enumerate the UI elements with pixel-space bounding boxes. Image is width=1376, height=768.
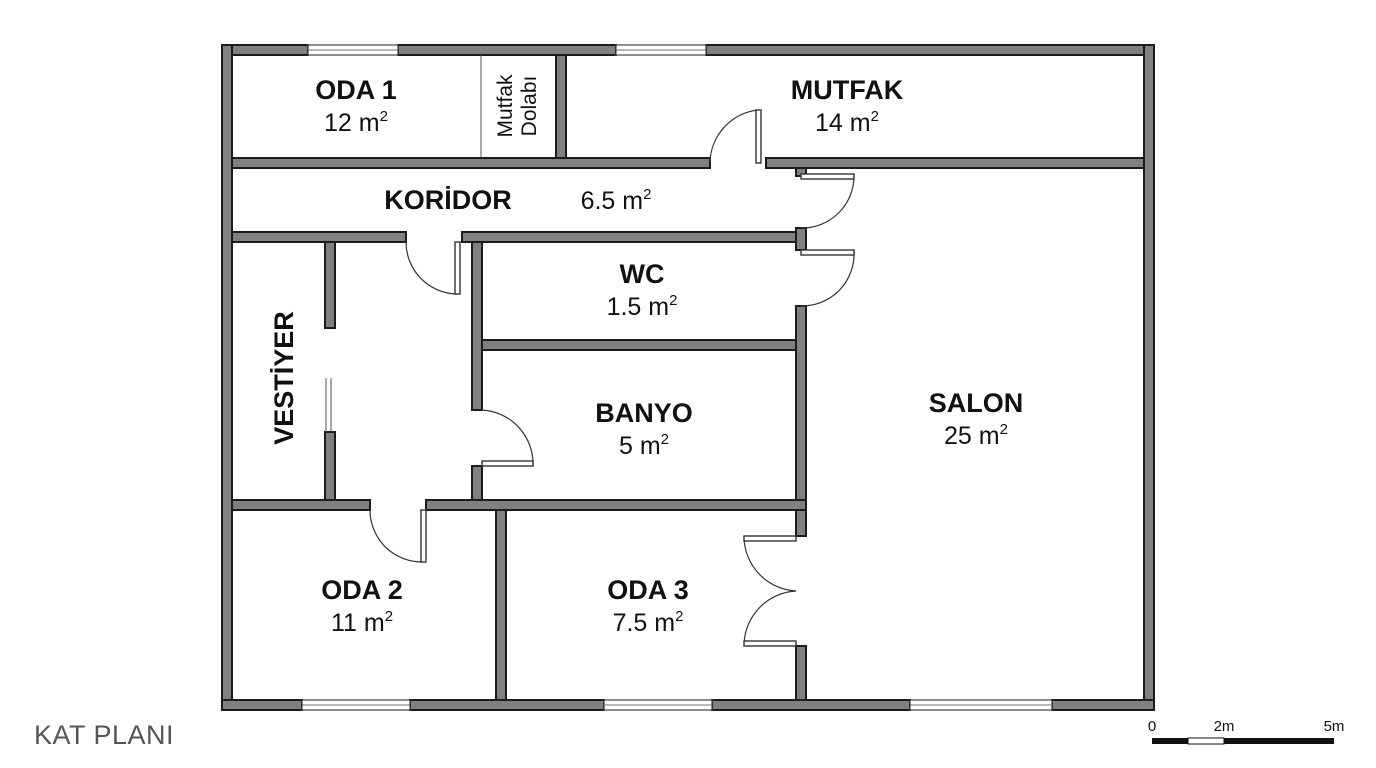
wall-top-2 [397,44,617,56]
room-mutfak-dolabi-line2: Dolabı [518,76,541,137]
scale-segment-3 [1224,738,1334,744]
wall-bottom-3 [711,699,911,711]
wall-vestiyer-bottom [324,431,336,501]
windows [301,44,1053,711]
doors [369,109,855,647]
room-oda1-area: 12 m2 [324,108,388,137]
wall-salon-w2 [795,227,807,251]
wall-right [1143,44,1155,711]
wall-banyo-left-low [471,465,483,501]
wall-wc-left [471,241,483,411]
wall-lower-1 [231,499,371,511]
wall-top-3 [705,44,1155,56]
room-banyo-name: BANYO [595,398,693,428]
room-mutfak-dolabi: Mutfak Dolabı [494,74,541,138]
wall-lower-2 [425,499,807,511]
room-oda2-area: 11 m2 [331,608,393,637]
wall-salon-w4 [795,645,807,701]
room-salon-area: 25 m2 [944,421,1008,450]
room-oda3-area: 7.5 m2 [613,608,684,637]
wall-bottom-4 [1051,699,1155,711]
wall-corridor-top-2 [765,157,1145,169]
scale-label-2m: 2m [1214,718,1235,735]
door-vestiyer-hall [405,241,461,295]
door-oda2 [369,509,427,563]
room-oda1-name: ODA 1 [315,75,397,105]
wall-oda1-mutfak [555,54,567,159]
scale-segment-2 [1187,737,1225,745]
wall-left [221,44,233,711]
wall-corridor-bottom-1 [231,231,407,243]
room-koridor-name: KORİDOR [384,185,512,215]
room-wc-name: WC [620,259,665,289]
wall-corridor-top-1 [231,157,711,169]
room-oda3-name: ODA 3 [607,575,689,605]
door-salon-corridor [800,173,855,229]
wall-bottom-1 [221,699,303,711]
wall-corridor-bottom-2 [461,231,807,243]
room-mutfak-area: 14 m2 [815,108,879,137]
scale-label-5m: 5m [1324,718,1345,735]
room-oda2-name: ODA 2 [321,575,403,605]
door-banyo [481,409,534,467]
plan-title: KAT PLANI [34,720,175,750]
scale-bar: 0 2m 5m [1148,718,1345,745]
door-mutfak [709,109,762,164]
door-wc [800,249,855,307]
room-mutfak-name: MUTFAK [791,75,904,105]
room-labels: ODA 1 12 m2 Mutfak Dolabı MUTFAK 14 m2 K… [269,74,1023,637]
wall-bottom-2 [409,699,605,711]
room-vestiyer-name: VESTİYER [269,311,299,445]
scale-segment-1 [1152,738,1188,744]
door-oda3-double [743,535,797,647]
room-salon-name: SALON [929,388,1024,418]
room-banyo-area: 5 m2 [619,431,669,460]
scale-label-0: 0 [1148,718,1156,735]
room-mutfak-dolabi-line1: Mutfak [494,74,517,138]
wall-wc-banyo [481,339,797,351]
room-wc-area: 1.5 m2 [607,292,678,321]
wall-oda2-oda3 [495,509,507,701]
room-koridor-area: 6.5 m2 [581,186,652,215]
wall-top-1 [221,44,309,56]
wall-vestiyer-top [324,241,336,329]
